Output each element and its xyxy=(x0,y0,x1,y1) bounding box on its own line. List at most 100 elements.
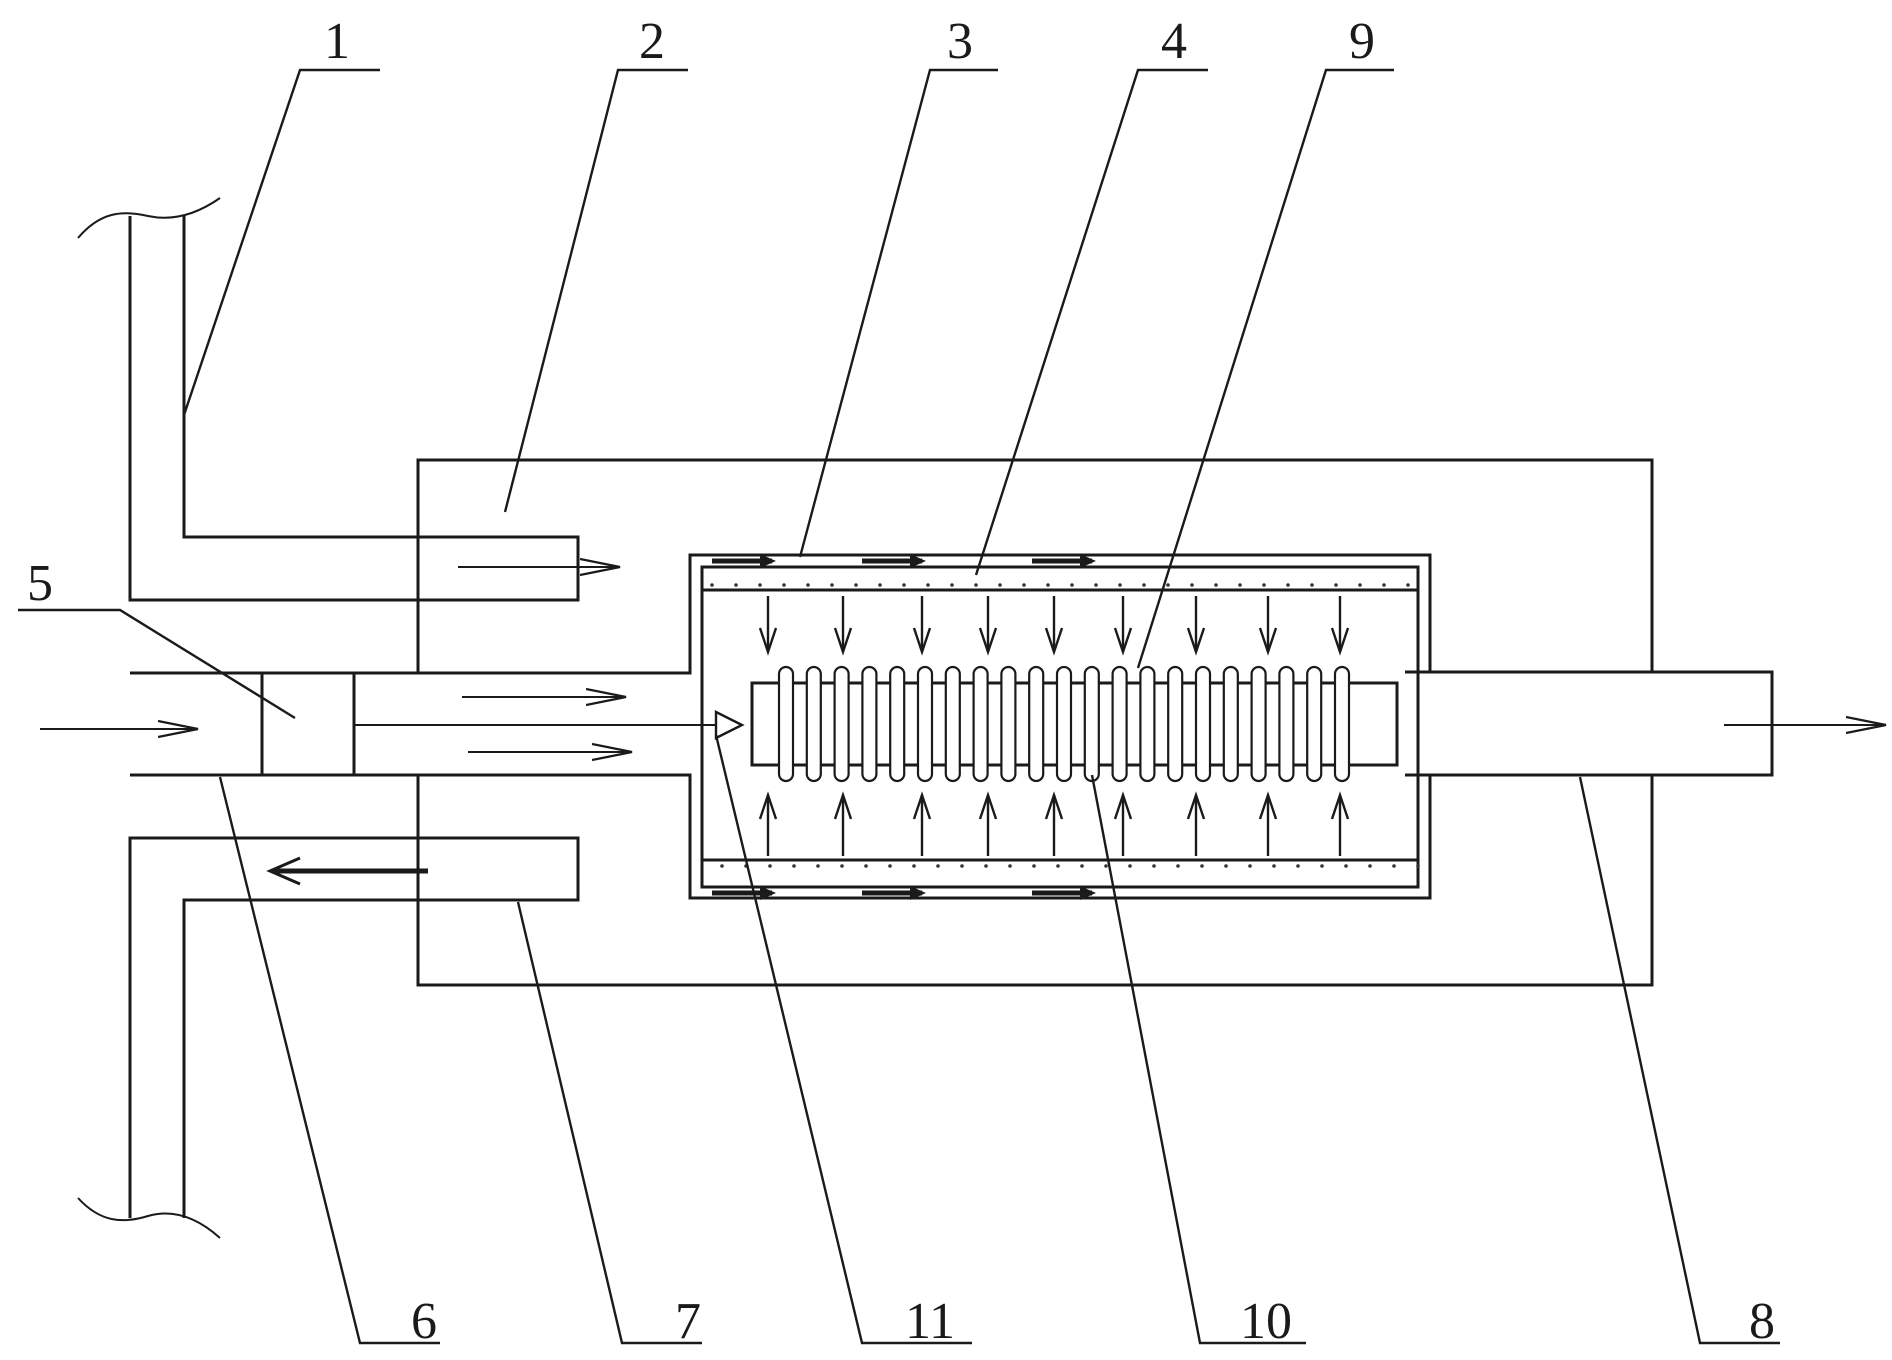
callout-8: 8 xyxy=(1749,1293,1775,1350)
filter-pleat xyxy=(1000,665,1017,783)
lining-dot xyxy=(782,583,786,587)
lining-dot xyxy=(830,583,834,587)
lining-dot xyxy=(1166,583,1170,587)
lining-dot xyxy=(1200,864,1204,868)
lining-dot xyxy=(710,583,714,587)
lining-dot xyxy=(1176,864,1180,868)
callout-5: 5 xyxy=(27,555,53,612)
lining-dot xyxy=(936,864,940,868)
gap-arrow-head xyxy=(910,886,926,900)
lining-dot xyxy=(1046,583,1050,587)
filter-pleat xyxy=(1250,665,1267,783)
lining-dot xyxy=(1416,864,1420,868)
return-pipe xyxy=(77,836,580,1239)
lining-dot xyxy=(1128,864,1132,868)
radial-arrowhead-down xyxy=(1186,627,1206,656)
filter-pleat xyxy=(1111,665,1128,783)
lining-dot xyxy=(1406,583,1410,587)
radial-arrowhead-up xyxy=(1044,791,1064,820)
lining-dot xyxy=(1272,864,1276,868)
radial-arrowhead-down xyxy=(912,627,932,656)
filter-pleat xyxy=(833,665,850,783)
filter-pleat xyxy=(805,665,822,783)
filter-pleats xyxy=(777,665,1351,783)
lining-dot xyxy=(1310,583,1314,587)
lining-dot xyxy=(1334,583,1338,587)
filter-pleat xyxy=(1167,665,1184,783)
filter-pleat xyxy=(861,665,878,783)
filter-pleat xyxy=(1278,665,1295,783)
leader-lines xyxy=(18,68,1780,1345)
lining-dot xyxy=(1392,864,1396,868)
lining-dot xyxy=(806,583,810,587)
lining-dot xyxy=(1262,583,1266,587)
lining-dot xyxy=(974,583,978,587)
filter-pleat xyxy=(1194,665,1212,783)
lining-dot xyxy=(864,864,868,868)
lining-dot xyxy=(1214,583,1218,587)
radial-arrowhead-down xyxy=(1113,627,1133,656)
filter-pleat xyxy=(1055,665,1073,783)
lining-dot xyxy=(816,864,820,868)
filter-pleat xyxy=(1222,665,1239,783)
lining-dot xyxy=(1358,583,1362,587)
lining-dot xyxy=(902,583,906,587)
lining-dot xyxy=(792,864,796,868)
outer-housing xyxy=(416,458,1654,987)
filter-pleat xyxy=(1083,665,1100,783)
gap-flow-arrows xyxy=(712,554,1096,900)
gap-arrow-head xyxy=(760,554,776,568)
lining-dot xyxy=(912,864,916,868)
outlet-pipe xyxy=(1405,670,1886,777)
lining-dot xyxy=(1032,864,1036,868)
callout-1: 1 xyxy=(324,13,350,70)
lining-dot xyxy=(1296,864,1300,868)
lining-dot xyxy=(1368,864,1372,868)
callout-2: 2 xyxy=(639,13,665,70)
lining-dot xyxy=(1320,864,1324,868)
filter-element xyxy=(750,681,1399,767)
radial-arrowhead-up xyxy=(978,791,998,820)
lining-dot xyxy=(960,864,964,868)
filter-pleat xyxy=(944,665,961,783)
gap-arrow-head xyxy=(910,554,926,568)
radial-arrowhead-down xyxy=(758,627,778,656)
filter-pleat xyxy=(1333,665,1351,783)
filter-pleat xyxy=(1028,665,1045,783)
radial-arrowhead-up xyxy=(1113,791,1133,820)
filter-pleat xyxy=(1139,665,1156,783)
radial-arrowhead-up xyxy=(912,791,932,820)
callout-11: 11 xyxy=(905,1293,955,1350)
injector-nozzle xyxy=(714,710,745,740)
filter-pleat xyxy=(1306,665,1323,783)
lining-dot xyxy=(950,583,954,587)
lining-dot xyxy=(854,583,858,587)
lining-dot xyxy=(1008,864,1012,868)
lining-dot xyxy=(1118,583,1122,587)
callout-7: 7 xyxy=(675,1293,701,1350)
lining-dot xyxy=(888,864,892,868)
inlet-pipe xyxy=(77,197,620,602)
gap-arrow-head xyxy=(1080,886,1096,900)
callout-9: 9 xyxy=(1349,13,1375,70)
lining-dot xyxy=(1248,864,1252,868)
radial-arrowhead-up xyxy=(1330,791,1350,820)
lining-dot xyxy=(1238,583,1242,587)
lining-dot xyxy=(1344,864,1348,868)
radial-arrowhead-up xyxy=(1186,791,1206,820)
gap-arrow-head xyxy=(1080,554,1096,568)
lining-dot xyxy=(998,583,1002,587)
radial-arrowhead-up xyxy=(833,791,853,820)
radial-arrowhead-up xyxy=(1258,791,1278,820)
valve-block xyxy=(260,671,356,777)
filter-pleat xyxy=(777,665,795,783)
radial-arrowhead-down xyxy=(1258,627,1278,656)
lining-dot xyxy=(1022,583,1026,587)
radial-flow-arrows xyxy=(758,596,1350,856)
lining-dot xyxy=(1224,864,1228,868)
callout-4: 4 xyxy=(1161,13,1187,70)
lining-dot xyxy=(734,583,738,587)
gap-arrow-head xyxy=(760,886,776,900)
lining-dot xyxy=(926,583,930,587)
